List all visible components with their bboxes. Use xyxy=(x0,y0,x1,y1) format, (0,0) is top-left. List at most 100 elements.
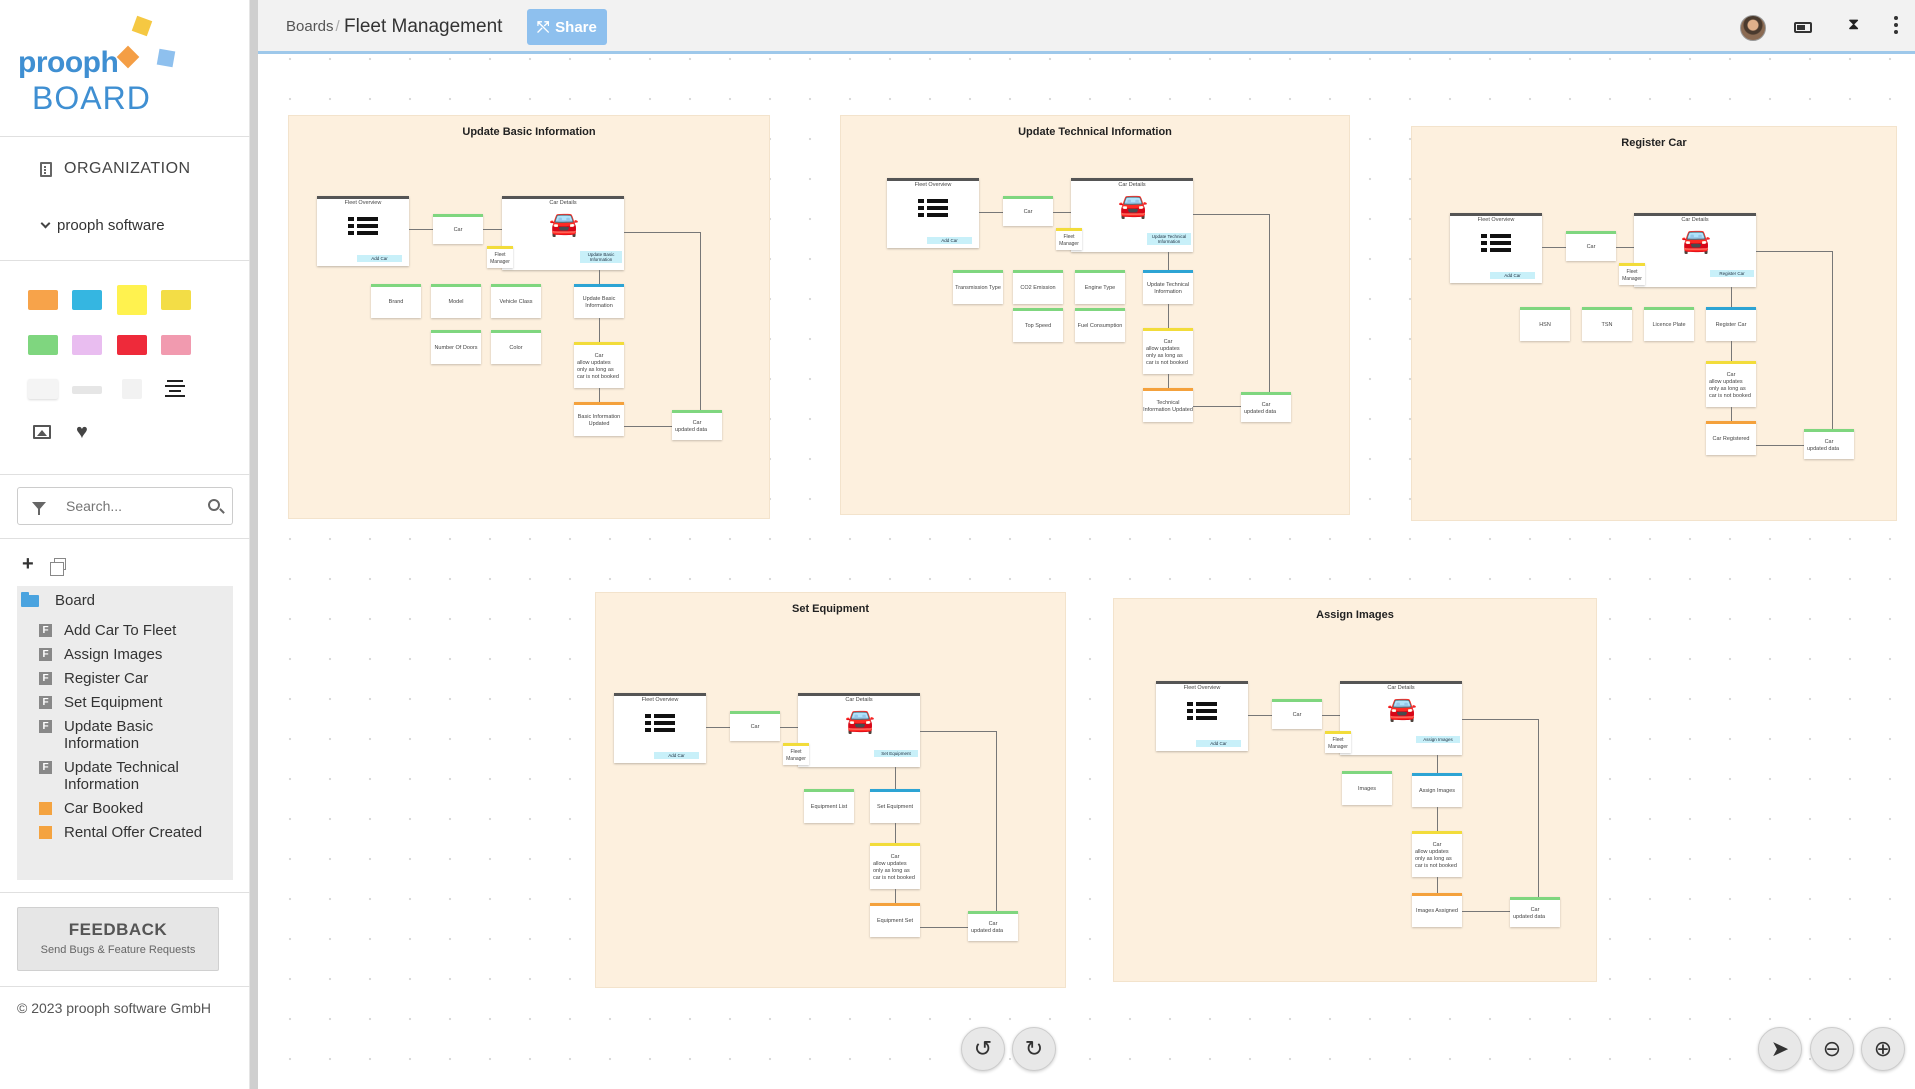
command-sticky[interactable]: Register Car xyxy=(1706,307,1756,341)
sticky-swatch-pink[interactable] xyxy=(161,335,191,355)
redo-button[interactable]: ↻ xyxy=(1012,1027,1056,1071)
ui-car-details[interactable]: Car Details🚘Update Basic Information xyxy=(502,196,624,270)
select-tool-button[interactable]: ➤ xyxy=(1758,1027,1802,1071)
search-icon[interactable] xyxy=(208,499,220,511)
tree-item[interactable]: Rental Offer Created xyxy=(17,824,227,841)
hourglass-icon[interactable]: ⧗ xyxy=(1848,16,1860,33)
event-sticky[interactable]: Equipment Set xyxy=(870,903,920,937)
field-number-of-doors[interactable]: Number Of Doors xyxy=(431,330,481,364)
tree-item[interactable]: Car Booked xyxy=(17,800,227,817)
command-sticky[interactable]: Assign Images xyxy=(1412,773,1462,807)
sticky-swatch-red[interactable] xyxy=(117,335,147,355)
heart-icon[interactable]: ♥ xyxy=(76,421,88,443)
user-avatar[interactable] xyxy=(1740,15,1766,41)
feedback-button[interactable]: FEEDBACK Send Bugs & Feature Requests xyxy=(17,907,219,971)
event-sticky[interactable]: Basic Information Updated xyxy=(574,402,624,436)
sticky-swatch-blue[interactable] xyxy=(72,290,102,310)
role-fleet-manager[interactable]: Fleet Manager xyxy=(1619,263,1645,285)
field-hsn[interactable]: HSN xyxy=(1520,307,1570,341)
sticky-swatch-green[interactable] xyxy=(28,335,58,355)
frame-update-technical-information[interactable]: Update Technical Information Fleet Overv… xyxy=(840,115,1350,515)
role-fleet-manager[interactable]: Fleet Manager xyxy=(783,743,809,765)
org-selector[interactable]: prooph software xyxy=(40,217,165,234)
battery-icon[interactable] xyxy=(1794,22,1812,33)
field-transmission-type[interactable]: Transmission Type xyxy=(953,270,1003,304)
sticky-swatch-light-grey[interactable] xyxy=(122,379,142,399)
event-sticky[interactable]: Technical Information Updated xyxy=(1143,388,1193,422)
sticky-swatch-grey-line[interactable] xyxy=(72,386,102,394)
event-sticky[interactable]: Car Registered xyxy=(1706,421,1756,455)
role-fleet-manager[interactable]: Fleet Manager xyxy=(487,246,513,268)
copy-icon[interactable] xyxy=(49,558,66,576)
sticky-swatch-orange[interactable] xyxy=(28,290,58,310)
command-sticky[interactable]: Update Basic Information xyxy=(574,284,624,318)
sidebar-resize-handle[interactable] xyxy=(250,0,258,1089)
role-fleet-manager[interactable]: Fleet Manager xyxy=(1056,228,1082,250)
field-fuel-consumption[interactable]: Fuel Consumption xyxy=(1075,308,1125,342)
read-model-car[interactable]: Car xyxy=(1003,196,1053,226)
sticky-swatch-yellow-square[interactable] xyxy=(117,285,147,315)
field-images[interactable]: Images xyxy=(1342,771,1392,805)
board-title[interactable]: Fleet Management xyxy=(344,16,503,37)
breadcrumb-boards[interactable]: Boards xyxy=(286,18,334,35)
field-vehicle-class[interactable]: Vehicle Class xyxy=(491,284,541,318)
field-brand[interactable]: Brand xyxy=(371,284,421,318)
zoom-in-button[interactable]: ⊕ xyxy=(1861,1027,1905,1071)
filter-icon[interactable] xyxy=(32,502,46,515)
field-co2-emission[interactable]: CO2 Emission xyxy=(1013,270,1063,304)
text-align-icon[interactable] xyxy=(165,377,185,397)
ui-car-details[interactable]: Car Details🚘Register Car xyxy=(1634,213,1756,287)
organization-header[interactable]: ORGANIZATION xyxy=(40,160,191,178)
ui-car-details[interactable]: Car Details🚘Assign Images xyxy=(1340,681,1462,755)
more-menu-icon[interactable] xyxy=(1894,16,1898,37)
ui-car-details[interactable]: Car Details🚘Update Technical Information xyxy=(1071,178,1193,252)
read-model-car[interactable]: Car xyxy=(1566,231,1616,261)
sticky-swatch-yellow[interactable] xyxy=(161,290,191,310)
zoom-out-button[interactable]: ⊖ xyxy=(1810,1027,1854,1071)
field-engine-type[interactable]: Engine Type xyxy=(1075,270,1125,304)
breadcrumb[interactable]: Boards/ xyxy=(286,18,340,35)
sticky-swatch-lilac[interactable] xyxy=(72,335,102,355)
prooph-board-logo[interactable]: prooph BOARD xyxy=(16,14,186,116)
read-model-car[interactable]: Car xyxy=(433,214,483,244)
add-icon[interactable]: + xyxy=(22,553,34,575)
ui-car-details[interactable]: Car Details🚘Set Equipment xyxy=(798,693,920,767)
field-model[interactable]: Model xyxy=(431,284,481,318)
field-equipment-list[interactable]: Equipment List xyxy=(804,789,854,823)
field-tsn[interactable]: TSN xyxy=(1582,307,1632,341)
event-sticky[interactable]: Images Assigned xyxy=(1412,893,1462,927)
field-color[interactable]: Color xyxy=(491,330,541,364)
read-model-car[interactable]: Car xyxy=(1272,699,1322,729)
command-sticky[interactable]: Update Technical Information xyxy=(1143,270,1193,304)
field-licence-plate[interactable]: Licence Plate xyxy=(1644,307,1694,341)
search-input[interactable] xyxy=(66,498,186,514)
command-sticky[interactable]: Set Equipment xyxy=(870,789,920,823)
sticky-swatch-white[interactable] xyxy=(28,379,58,399)
share-button[interactable]: ⤲Share xyxy=(527,9,607,45)
field-top-speed[interactable]: Top Speed xyxy=(1013,308,1063,342)
read-model-car[interactable]: Car xyxy=(730,711,780,741)
image-icon[interactable] xyxy=(33,425,51,439)
